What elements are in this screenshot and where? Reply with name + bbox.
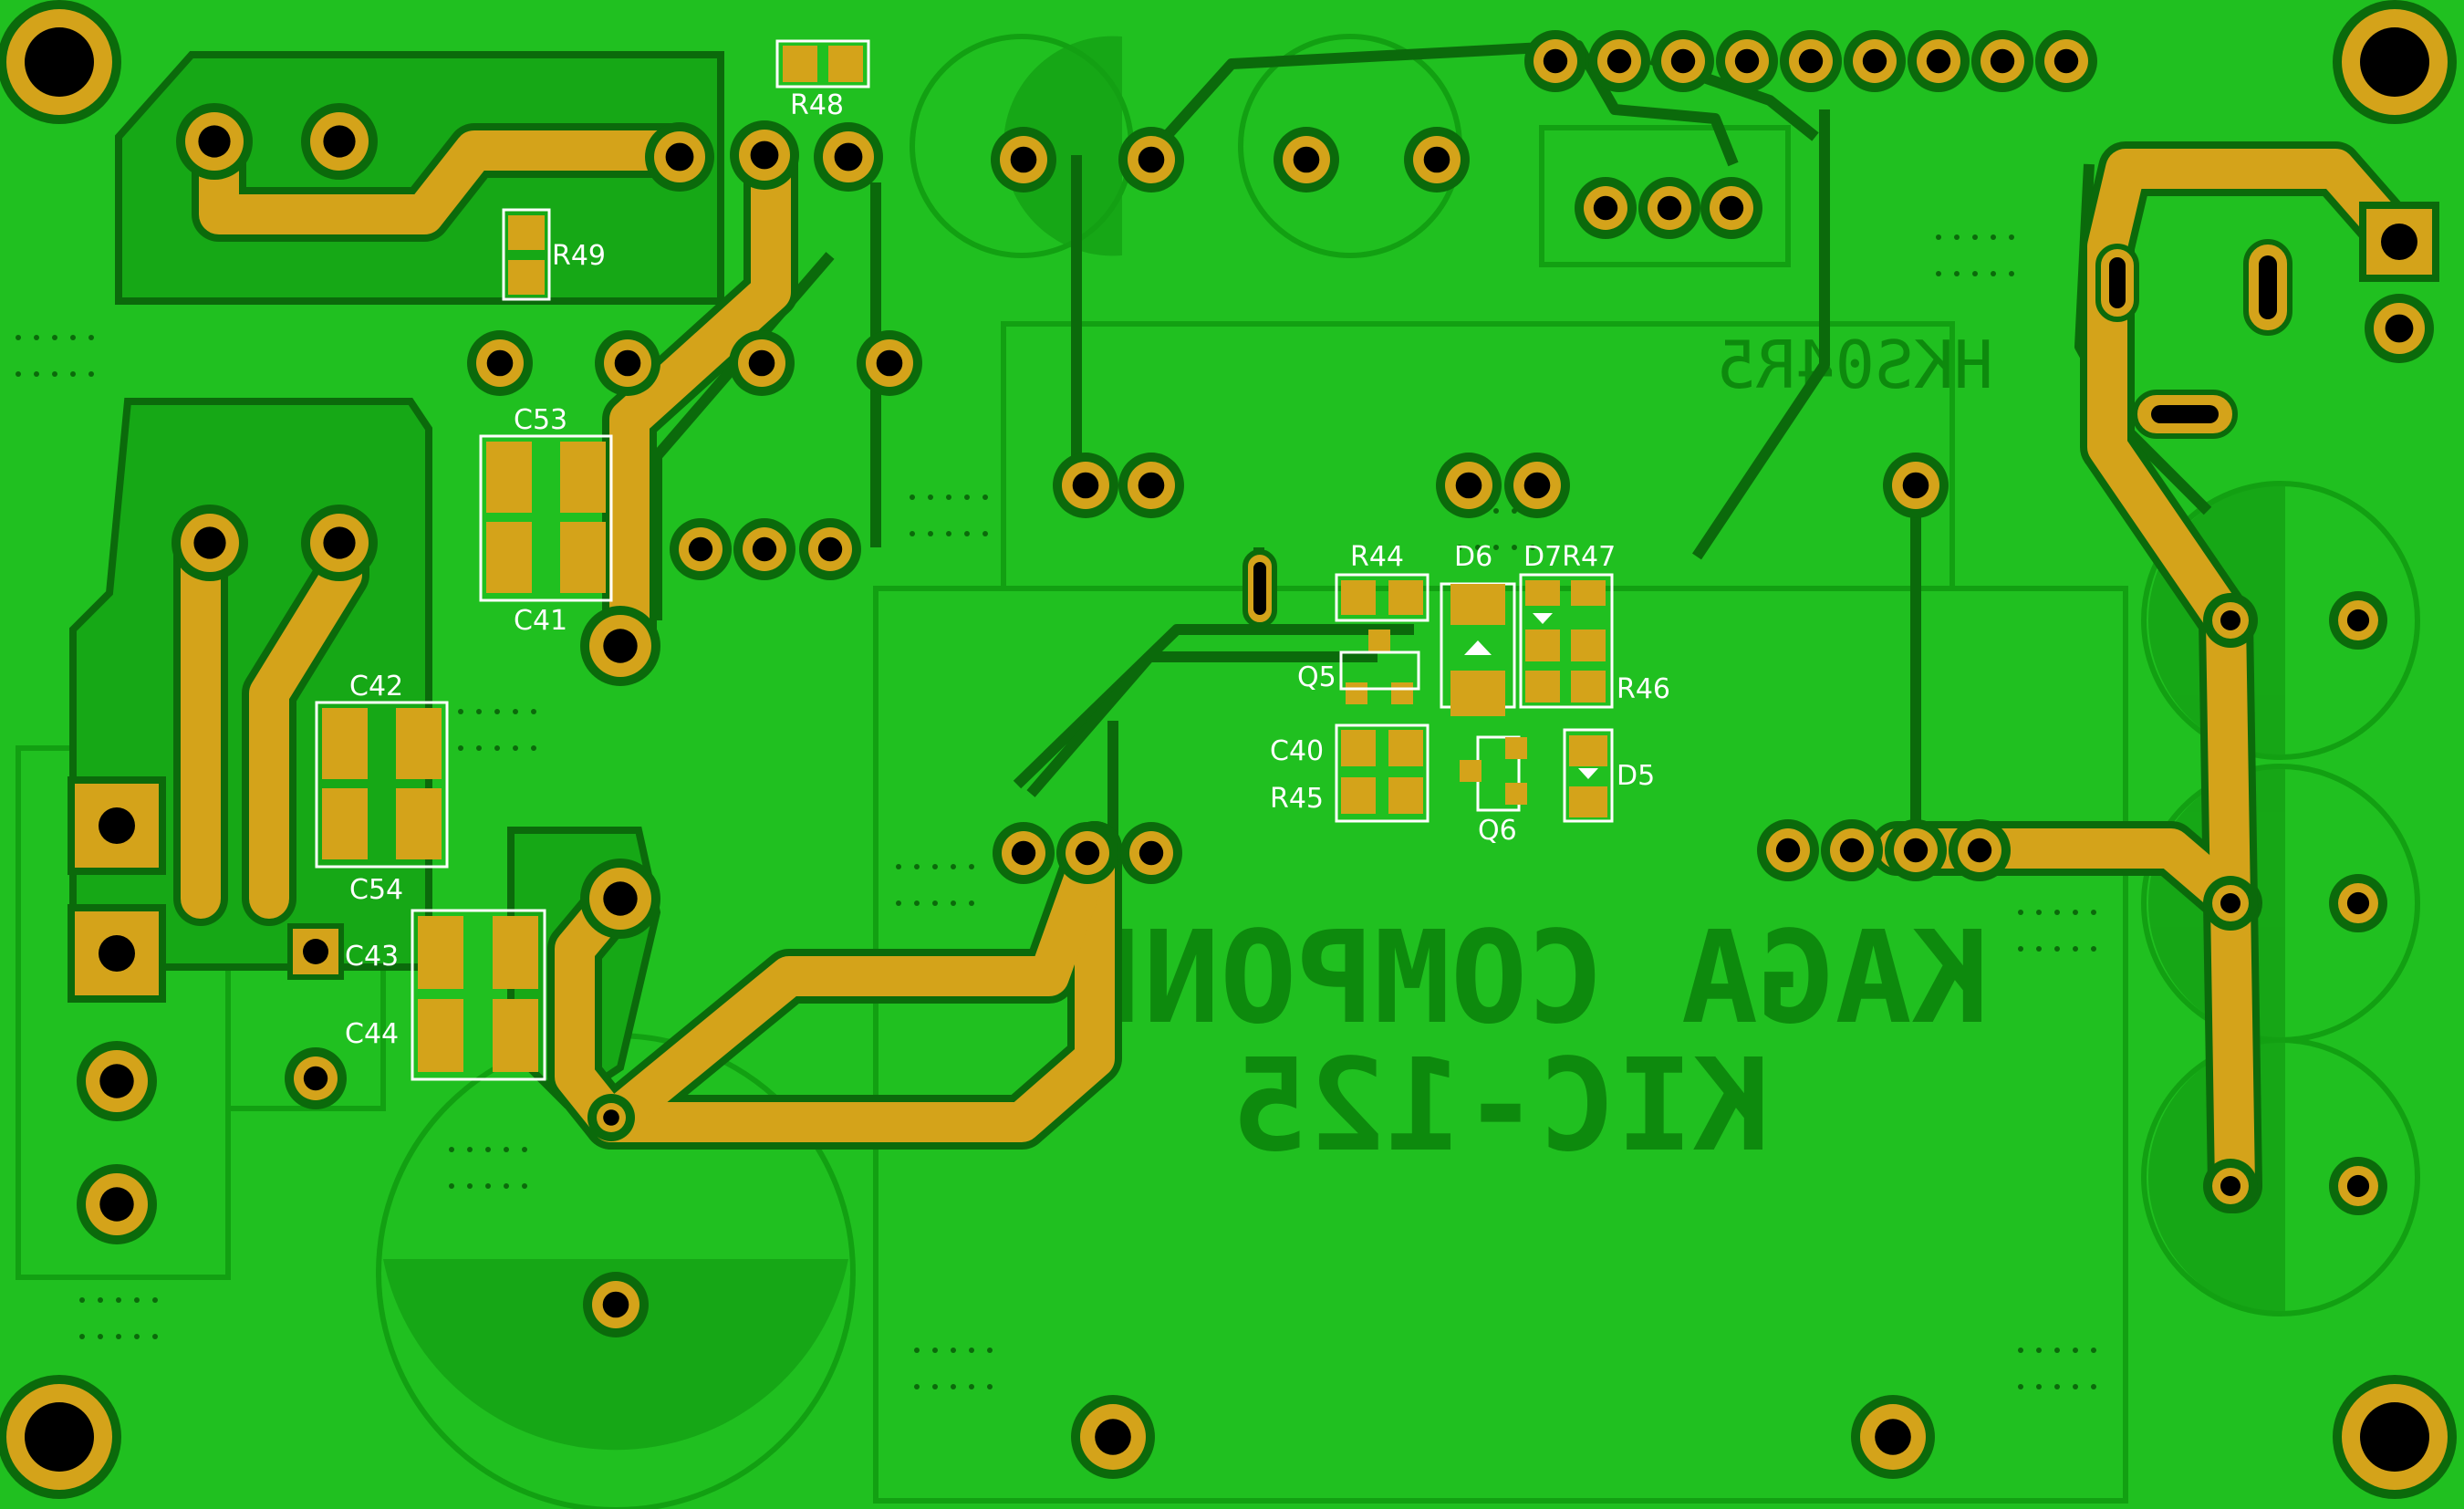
drill-hole [1138,146,1165,173]
drill-hole [1138,472,1165,499]
drill-hole [1967,838,1992,863]
drill-hole [2220,893,2240,913]
drill-hole [2346,609,2370,632]
drill-hole [1293,146,1320,173]
drill-hole [1839,838,1865,863]
label-d6: D6 [1454,541,1492,573]
silkscreen-labels: R48 R49 C53 C41 C42 C54 C43 C44 R44 D6 D… [345,89,1670,1050]
drill-hole [1010,146,1037,173]
drill-hole [2220,1176,2240,1196]
drill-hole [1606,48,1632,74]
label-q5: Q5 [1297,661,1336,693]
drill-hole [1543,48,1568,74]
drill-hole [2385,314,2414,343]
label-r45: R45 [1270,783,1324,815]
brand-line2: KIC-125 [1232,1032,1770,1181]
drill-hole [2053,48,2079,74]
drill-hole [1719,195,1744,221]
label-c42: C42 [349,671,403,702]
drill-hole [303,1066,328,1091]
mirrored-text: KAGA COMPONE KIC-125 HKS04R5 [1066,327,1993,1181]
square-pads [68,202,2439,1003]
drill-hole [1138,840,1164,866]
through-hole-pads [77,30,2434,1479]
drill-hole [1072,472,1099,499]
drill-hole [2220,610,2240,630]
r48-outline [775,39,870,88]
drill-hole [1926,48,1951,74]
brand-line1: KAGA COMPONE [1066,904,1989,1053]
r49-outline [502,208,551,301]
label-c54: C54 [349,874,403,906]
drill-hole [2346,891,2370,915]
drill-hole [2346,1174,2370,1198]
drill-hole [99,1064,134,1098]
drill-hole [323,125,356,158]
drill-hole [1523,472,1551,499]
d7-r47-outline [1519,573,1614,709]
c42-c54-outline [315,701,449,869]
module-label: HKS04R5 [1717,327,1993,403]
drill-hole [1670,48,1696,74]
drill-hole [1775,838,1801,863]
drill-hole [1902,472,1929,499]
label-d7r47: D7R47 [1523,541,1616,573]
c40-r45-outline [1335,723,1430,823]
label-c40: C40 [1270,735,1324,767]
drill-hole [1011,840,1036,866]
drill-hole [1798,48,1824,74]
drill-hole [603,1109,619,1126]
q5-outline [1339,650,1420,691]
drill-hole [665,142,694,172]
drill-hole [834,142,863,172]
drill-hole [1862,48,1887,74]
drill-hole [1095,1419,1131,1455]
label-r44: R44 [1350,541,1404,573]
drill-hole [876,349,903,377]
label-c41: C41 [514,605,567,637]
label-q6: Q6 [1478,815,1517,847]
label-c43: C43 [345,941,399,973]
drill-hole [99,1187,134,1222]
label-r48: R48 [790,89,844,121]
drill-hole [748,349,775,377]
label-c53: C53 [514,404,567,436]
label-d5: D5 [1617,760,1655,792]
drill-hole [750,140,779,170]
c53-c41-outline [479,434,613,602]
drill-hole [1734,48,1760,74]
drill-hole [193,526,226,559]
label-r49: R49 [552,240,606,272]
drill-hole [603,881,638,916]
drill-hole [1657,195,1682,221]
via-clusters [16,234,2096,1389]
drill-hole [752,536,777,562]
drill-hole [1455,472,1482,499]
drill-hole [1075,840,1100,866]
drill-hole [1990,48,2015,74]
drill-hole [603,629,638,663]
drill-hole [688,536,713,562]
d5-outline [1563,728,1614,823]
drill-hole [602,1291,629,1318]
drill-hole [486,349,514,377]
drill-hole [1875,1419,1911,1455]
drill-hole [614,349,641,377]
drill-hole [1593,195,1618,221]
q5-pads [1368,630,1390,651]
drill-hole [1423,146,1450,173]
c43-c44-outline [411,909,546,1081]
r44-outline [1335,573,1430,622]
drill-hole [323,526,356,559]
drill-hole [198,125,231,158]
smd-components [315,39,1614,1081]
label-c44: C44 [345,1018,399,1050]
drill-hole [817,536,843,562]
bottom-layer-ghosts [16,34,2420,1509]
label-r46: R46 [1617,673,1670,705]
drill-hole [1903,838,1929,863]
